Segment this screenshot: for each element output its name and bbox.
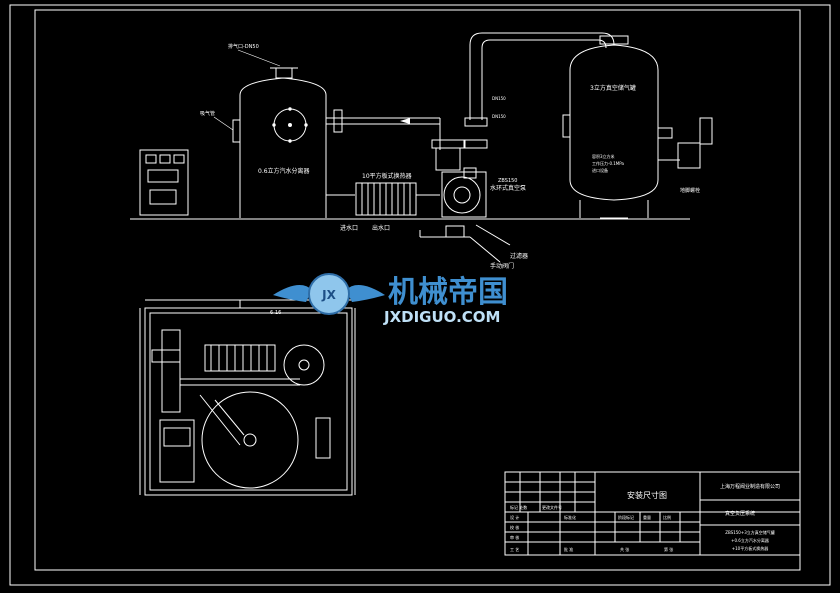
col-std: 标准化 xyxy=(564,514,576,520)
title-block xyxy=(504,471,801,556)
watermark-cn: 机械帝国 xyxy=(388,275,508,310)
row-review: 审 核 xyxy=(510,534,519,540)
valve-label-2: DN150 xyxy=(492,114,506,119)
separator-vessel xyxy=(232,67,440,218)
watermark-en: JXDIGUO.COM xyxy=(383,308,500,326)
title-spec-1: ZBS150+3立方真空储气罐 xyxy=(725,529,774,535)
control-cabinet xyxy=(139,149,189,216)
fill-leader xyxy=(213,116,234,131)
inlet-label: 进水口 xyxy=(340,224,358,232)
row-process: 工 艺 xyxy=(510,547,519,552)
col-mark: 标记 处数 xyxy=(510,504,527,510)
pump-label: ZBS150 xyxy=(498,178,518,184)
valve-label-1: DN150 xyxy=(492,96,506,101)
col-approve: 批 准 xyxy=(564,546,573,552)
heat-exchanger-label: 10平方板式换热器 xyxy=(362,172,412,180)
plan-dim-label: 6-16 xyxy=(270,310,281,316)
vacuum-pump xyxy=(431,139,487,218)
vacuum-tank xyxy=(562,35,713,219)
col-sheet: 第 张 xyxy=(664,546,673,552)
title-spec-2: +0.6立方汽水分离器 xyxy=(731,537,769,543)
separator-label: 0.6立方汽水分离器 xyxy=(258,167,310,175)
col-stage: 阶段标记 xyxy=(618,514,634,520)
heat-exchanger xyxy=(355,182,440,216)
filter-label: 过滤器 xyxy=(510,252,528,260)
title-spec-3: +10平方板式换热器 xyxy=(732,545,768,551)
outer-frame xyxy=(9,4,831,586)
tank-note-3: 进口设备 xyxy=(592,167,608,173)
tank-note-1: 容积3立方米 xyxy=(592,153,615,159)
tank-label: 3立方真空储气罐 xyxy=(590,84,636,92)
watermark-logo: JX 机械帝国 JXDIGUO.COM xyxy=(273,273,508,326)
exhaust-label: 排气口-DN50 xyxy=(228,43,259,50)
col-file: 更改文件号 xyxy=(542,504,562,510)
row-design: 设 计 xyxy=(510,514,519,520)
fill-label: 吸气管 xyxy=(200,110,215,117)
row-check: 校 核 xyxy=(510,524,519,530)
outlet-label: 出水口 xyxy=(372,224,390,232)
title-company: 上海万程阀业制造有限公司 xyxy=(720,483,780,490)
watermark-badge: JX xyxy=(321,288,336,302)
col-weight: 重量 xyxy=(643,514,651,520)
col-total: 共 张 xyxy=(620,546,629,552)
exhaust-leader xyxy=(237,49,281,67)
title-system: 真空负压系统 xyxy=(725,510,755,517)
title-drawing: 安装尺寸图 xyxy=(627,490,667,500)
right-label: 地脚螺栓 xyxy=(680,187,700,194)
flow-arrow xyxy=(400,118,410,124)
bottom-piping xyxy=(419,224,511,263)
tank-note-2: 工作压力-0.1MPa xyxy=(592,160,624,166)
manual-valve-label: 手动阀门 xyxy=(490,262,514,270)
inner-frame xyxy=(34,9,801,571)
pump-desc: 水环式真空泵 xyxy=(490,184,526,192)
col-scale: 比例 xyxy=(663,514,671,520)
